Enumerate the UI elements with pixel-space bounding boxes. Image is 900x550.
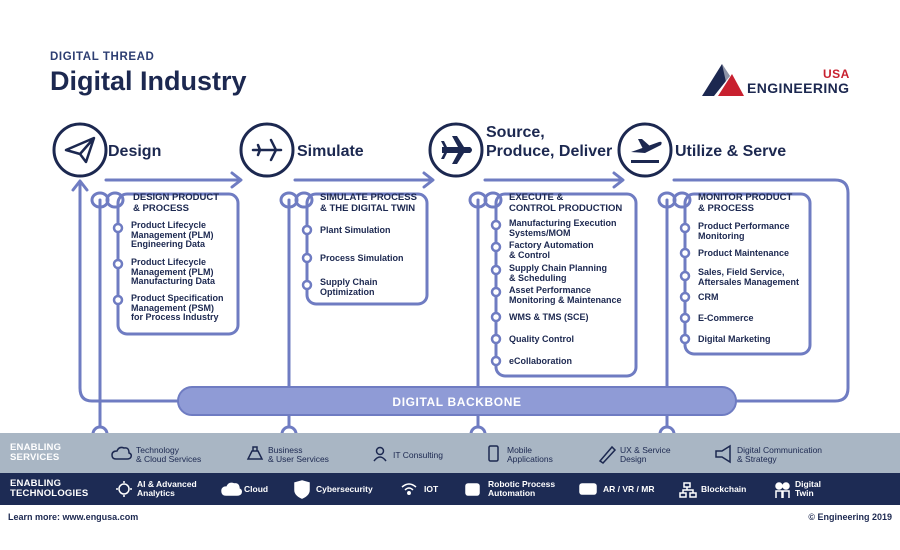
stage-label-simulate: Simulate	[297, 143, 364, 160]
page-title: Digital Industry	[50, 66, 247, 96]
technology-item: Blockchain	[701, 484, 747, 494]
footer-copyright: © Engineering 2019	[808, 512, 892, 522]
stage-label-utilize: Utilize & Serve	[675, 143, 787, 160]
digital-backbone-bar: DIGITAL BACKBONE	[177, 386, 737, 416]
blockchain-icon	[679, 482, 697, 498]
technology-icons	[116, 480, 790, 499]
paper-plane-icon	[52, 122, 108, 178]
mobile-icon	[488, 445, 499, 462]
list-item: eCollaboration	[509, 356, 573, 366]
technology-item: Cybersecurity	[316, 484, 373, 494]
footer-website-link[interactable]: Learn more: www.engusa.com	[8, 512, 139, 522]
technology-item: Cloud	[244, 484, 269, 494]
megaphone-icon	[715, 444, 731, 464]
digital-backbone-label: DIGITAL BACKBONE	[392, 395, 522, 409]
person-icon	[375, 446, 385, 456]
digital-twin-icon	[775, 482, 783, 490]
ai-gear-icon	[118, 483, 130, 495]
list-item: Product Maintenance	[698, 248, 790, 258]
box-title-produce: EXECUTE &CONTROL PRODUCTION	[509, 192, 623, 214]
service-item: Digital Communication& Strategy	[737, 445, 823, 464]
flow-arrow-1-head	[230, 171, 243, 189]
stage-label-produce-2: Produce, Deliver	[486, 143, 613, 160]
return-loop-head	[71, 179, 89, 192]
flow-arrow-3-head	[612, 171, 625, 189]
engineering-logo: USA ENGINEERING	[700, 60, 860, 100]
logo-name: ENGINEERING	[747, 80, 850, 96]
box-produce	[494, 192, 638, 378]
pencil-icon	[598, 445, 617, 464]
list-item: Plant Simulation	[320, 225, 391, 235]
cloud-icon	[111, 446, 132, 460]
logo-mark	[702, 64, 744, 96]
logo-usa: USA	[823, 67, 850, 81]
shield-icon	[294, 480, 310, 499]
flow-arrow-2-head	[422, 171, 435, 189]
list-item: Supply Chain Planning& Scheduling	[509, 263, 608, 283]
cloud-icon	[221, 482, 242, 496]
wifi-icon	[401, 483, 417, 491]
stage-icons	[52, 122, 673, 178]
service-item: Business& User Services	[268, 445, 329, 464]
list-item: Digital Marketing	[698, 334, 771, 344]
list-item: E-Commerce	[698, 313, 754, 323]
box-title-simulate: SIMULATE PROCESS& THE DIGITAL TWIN	[320, 192, 417, 214]
box-title-utilize: MONITOR PRODUCT& PROCESS	[698, 192, 793, 214]
box-title-design: DESIGN PRODUCT& PROCESS	[133, 192, 220, 214]
stage-label-produce-1: Source,	[486, 124, 545, 141]
robot-icon	[465, 483, 480, 496]
briefcase-icon	[246, 446, 264, 460]
eyebrow-label: DIGITAL THREAD	[50, 51, 155, 63]
technology-item: AR / VR / MR	[603, 484, 655, 494]
return-loop	[78, 178, 850, 403]
list-item: Quality Control	[509, 334, 574, 344]
service-item: IT Consulting	[393, 450, 443, 460]
list-item: WMS & TMS (SCE)	[509, 312, 589, 322]
list-item: Process Simulation	[320, 253, 404, 263]
list-item: CRM	[698, 292, 719, 302]
service-item: Technology& Cloud Services	[136, 445, 202, 464]
box-simulate	[305, 192, 429, 306]
list-item: Sales, Field Service,Aftersales Manageme…	[698, 267, 800, 287]
vr-headset-icon	[579, 483, 597, 495]
technology-item: IOT	[424, 484, 439, 494]
list-item: Factory Automation& Control	[509, 240, 594, 260]
services-icons	[111, 444, 731, 464]
stage-label-design: Design	[108, 143, 162, 160]
